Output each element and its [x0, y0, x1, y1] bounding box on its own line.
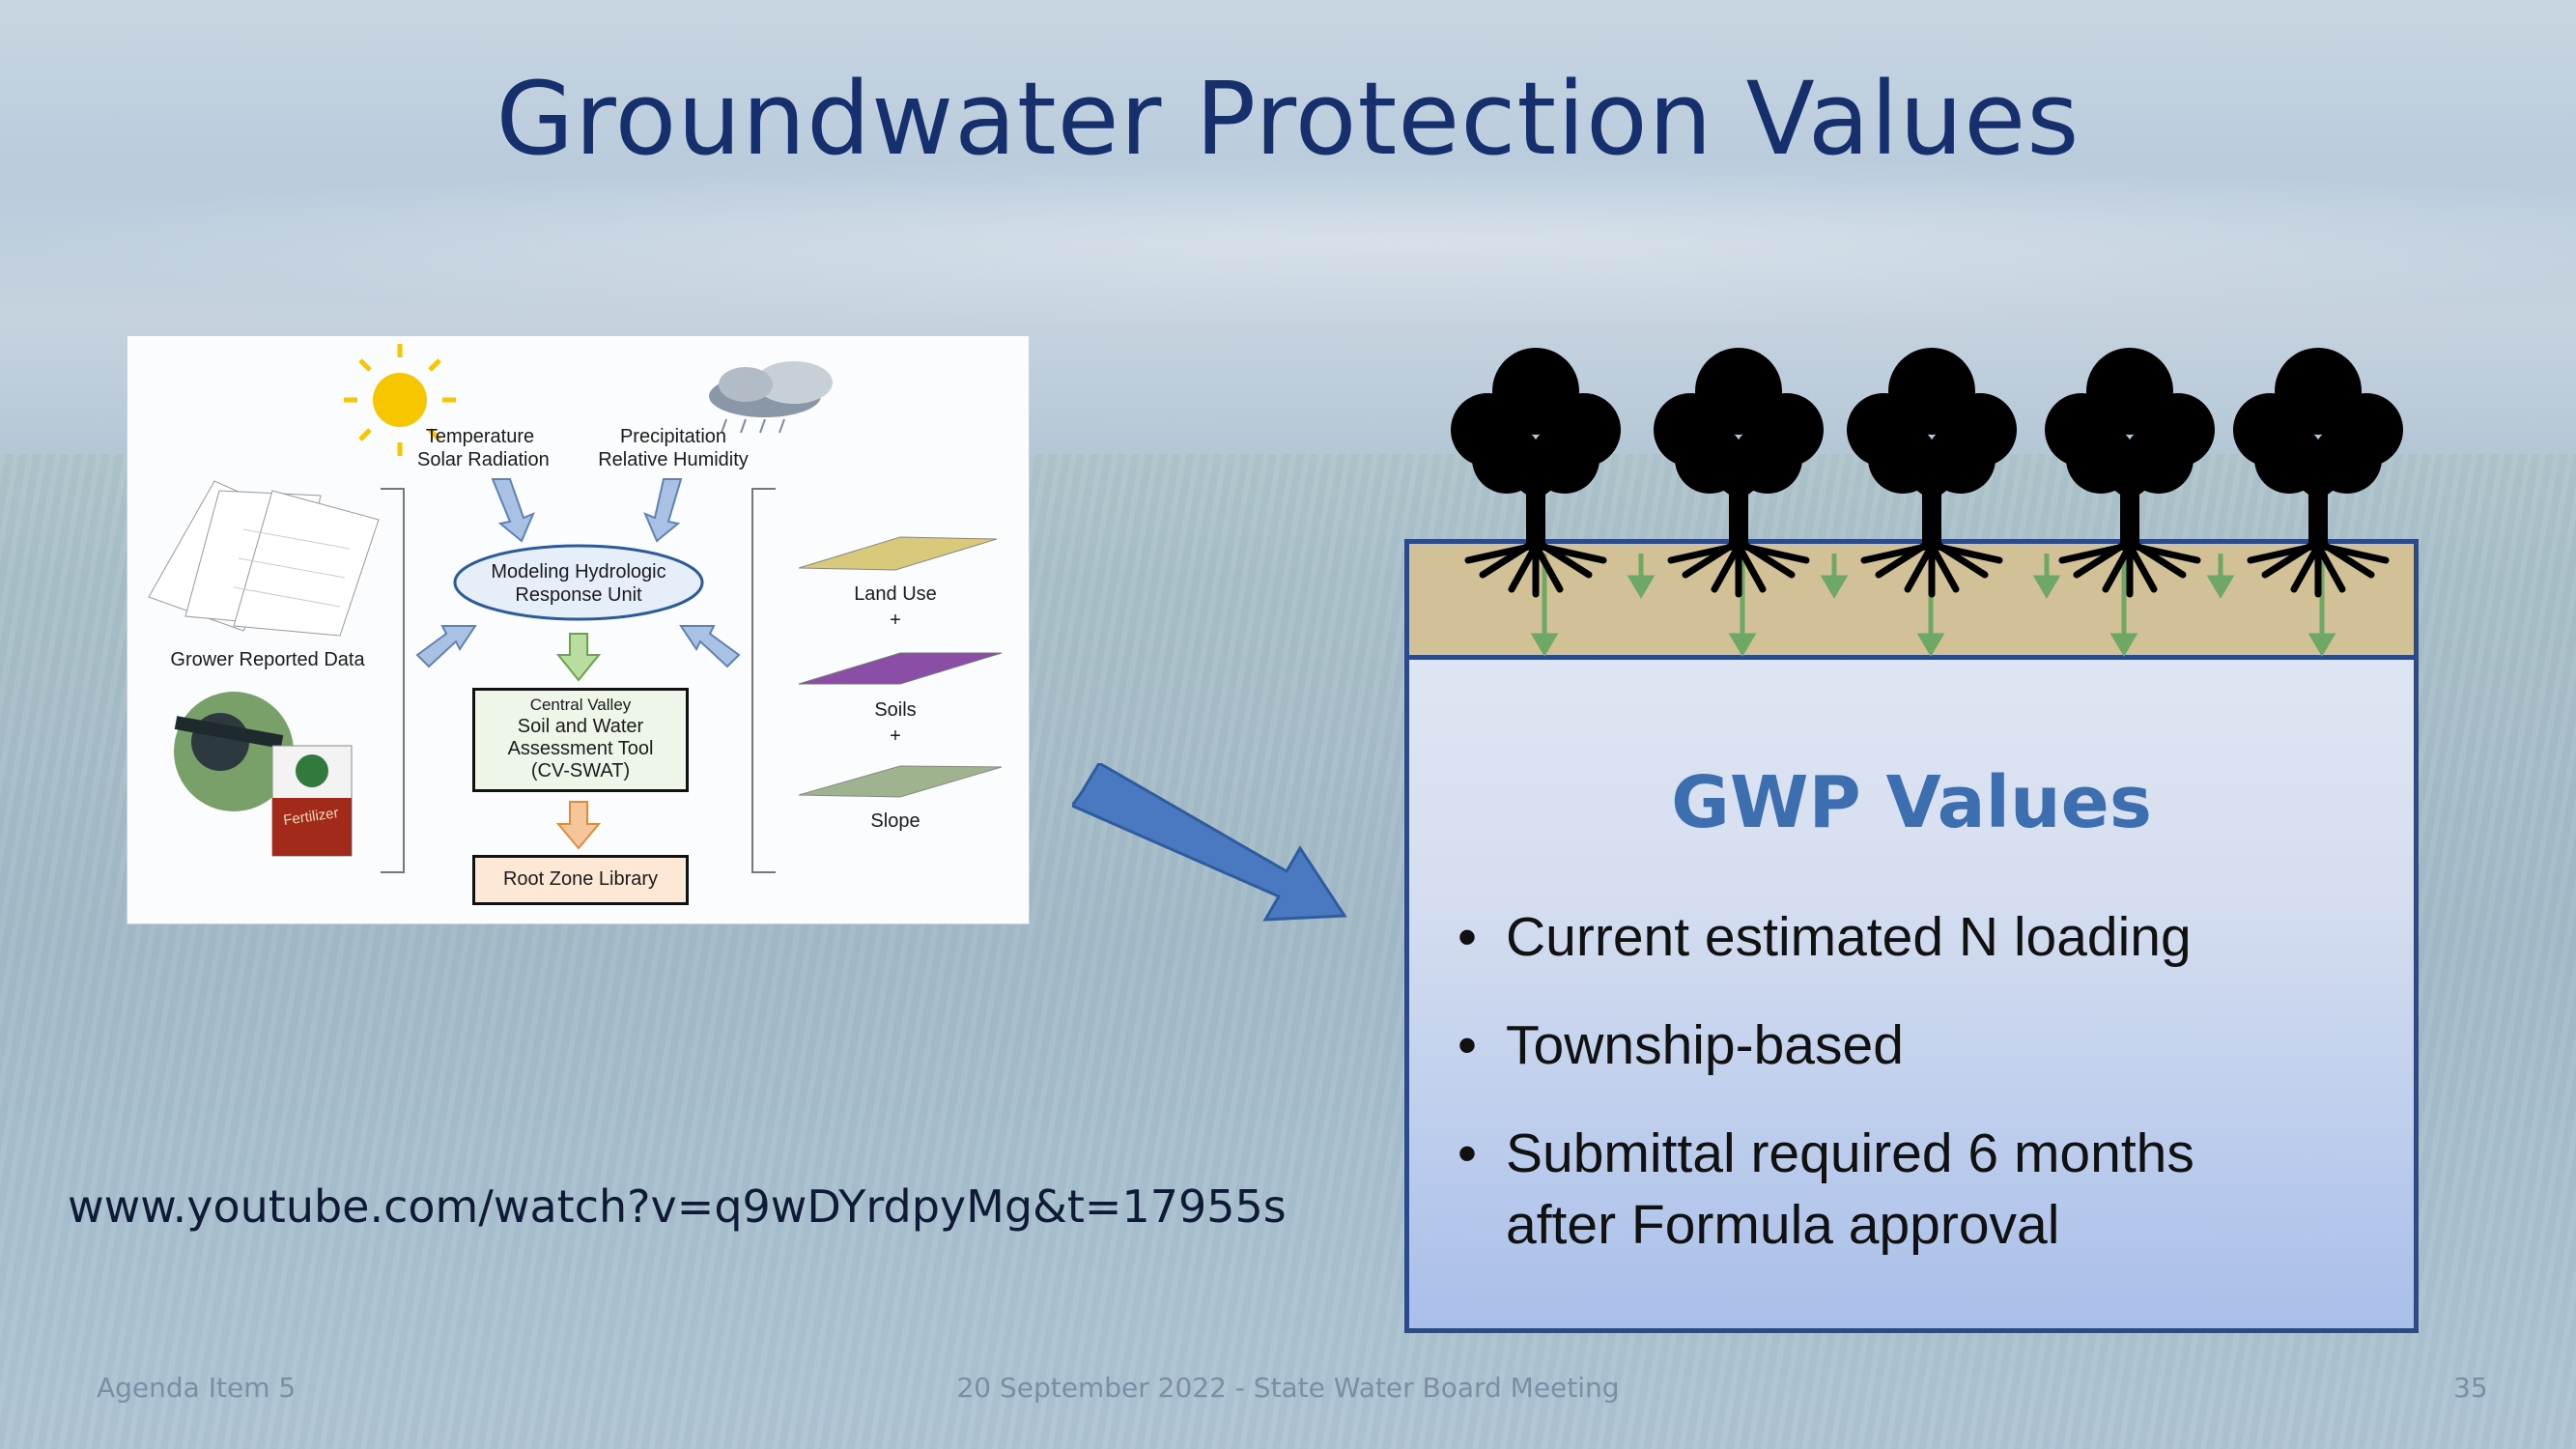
bullet-dot-icon: • [1458, 1014, 1477, 1076]
rain-cloud-icon [709, 361, 833, 434]
bullet-text-formula: after Formula approval [1506, 1194, 2060, 1256]
bullet-text-n-loading: Current estimated N loading [1506, 906, 2192, 968]
plus-sign-2: + [890, 725, 901, 747]
slide-number: 35 [2453, 1372, 2488, 1404]
slope-label: Slope [870, 810, 920, 832]
cv-swat-label: Central Valley Soil and Water Assessment… [472, 694, 689, 782]
drip-irrigation-photo [174, 692, 294, 811]
right-arrow-icon [1072, 763, 1347, 922]
cv-swat-diagram: Temperature Solar Radiation Precipitatio… [127, 335, 1030, 924]
hru-text-1: Modeling Hydrologic [491, 561, 666, 582]
paper-stack-icon [148, 480, 380, 637]
diagram-graphics [148, 344, 1003, 873]
green-down-arrow [555, 633, 602, 682]
hru-text-2: Response Unit [515, 584, 642, 606]
bullet-text-township: Township-based [1506, 1014, 1904, 1076]
precipitation-text: Precipitation [619, 426, 727, 447]
footer-meeting: 20 September 2022 - State Water Board Me… [956, 1372, 1620, 1404]
gwp-heading: GWP Values [1671, 761, 2152, 844]
sky-background [0, 155, 2576, 328]
tree-icon [2233, 348, 2403, 594]
grower-data-label: Grower Reported Data [170, 649, 365, 670]
gwp-values-panel: GWP Values • Current estimated N loading… [1404, 539, 2419, 1333]
cv-swat-text-2: Soil and Water [517, 716, 644, 737]
map-layers [798, 536, 1003, 798]
root-zone-label: Root Zone Library [502, 868, 659, 890]
fertilizer-bag-icon [271, 745, 353, 857]
bullet-text-submittal: Submittal required 6 months [1506, 1122, 2194, 1184]
cv-swat-text-1: Central Valley [529, 696, 632, 714]
precipitation-label: Precipitation Relative Humidity [596, 425, 750, 471]
tree-row [1420, 348, 2434, 599]
input-arrows [415, 478, 741, 668]
land-use-label: Land Use [854, 583, 937, 605]
cv-swat-text-3: Assessment Tool [507, 738, 654, 759]
soils-label: Soils [874, 699, 917, 721]
solar-radiation-text: Solar Radiation [417, 449, 550, 470]
tree-icon [1451, 348, 1621, 594]
bullet-item: • Current estimated N loading [1458, 901, 2192, 973]
orange-down-arrow [555, 801, 602, 850]
cv-swat-box [472, 688, 689, 792]
bullet-item: • Township-based [1458, 1009, 1904, 1081]
cv-swat-text-4: (CV-SWAT) [530, 760, 631, 781]
bullet-dot-icon: • [1458, 1122, 1477, 1184]
plus-sign-1: + [890, 610, 901, 631]
sun-icon [344, 344, 456, 456]
tree-icon [2045, 348, 2215, 594]
diagram-brackets [381, 488, 776, 873]
tree-icon [1847, 348, 2017, 594]
hru-label: Modeling Hydrologic Response Unit [482, 560, 675, 607]
bullet-continuation: after Formula approval [1506, 1189, 2059, 1261]
root-zone-box [472, 855, 689, 905]
footer-agenda-item: Agenda Item 5 [97, 1372, 297, 1404]
hru-ellipse [453, 544, 704, 621]
slide-title: Groundwater Protection Values [495, 60, 2081, 178]
bullet-item: • Submittal required 6 months [1458, 1118, 2194, 1189]
tree-icon [1654, 348, 1824, 594]
bullet-dot-icon: • [1458, 906, 1477, 968]
temperature-label: Temperature Solar Radiation [417, 425, 550, 471]
youtube-link[interactable]: www.youtube.com/watch?v=q9wDYrdpyMg&t=17… [68, 1180, 1287, 1233]
temperature-text: Temperature [425, 426, 535, 447]
relative-humidity-text: Relative Humidity [598, 449, 749, 470]
